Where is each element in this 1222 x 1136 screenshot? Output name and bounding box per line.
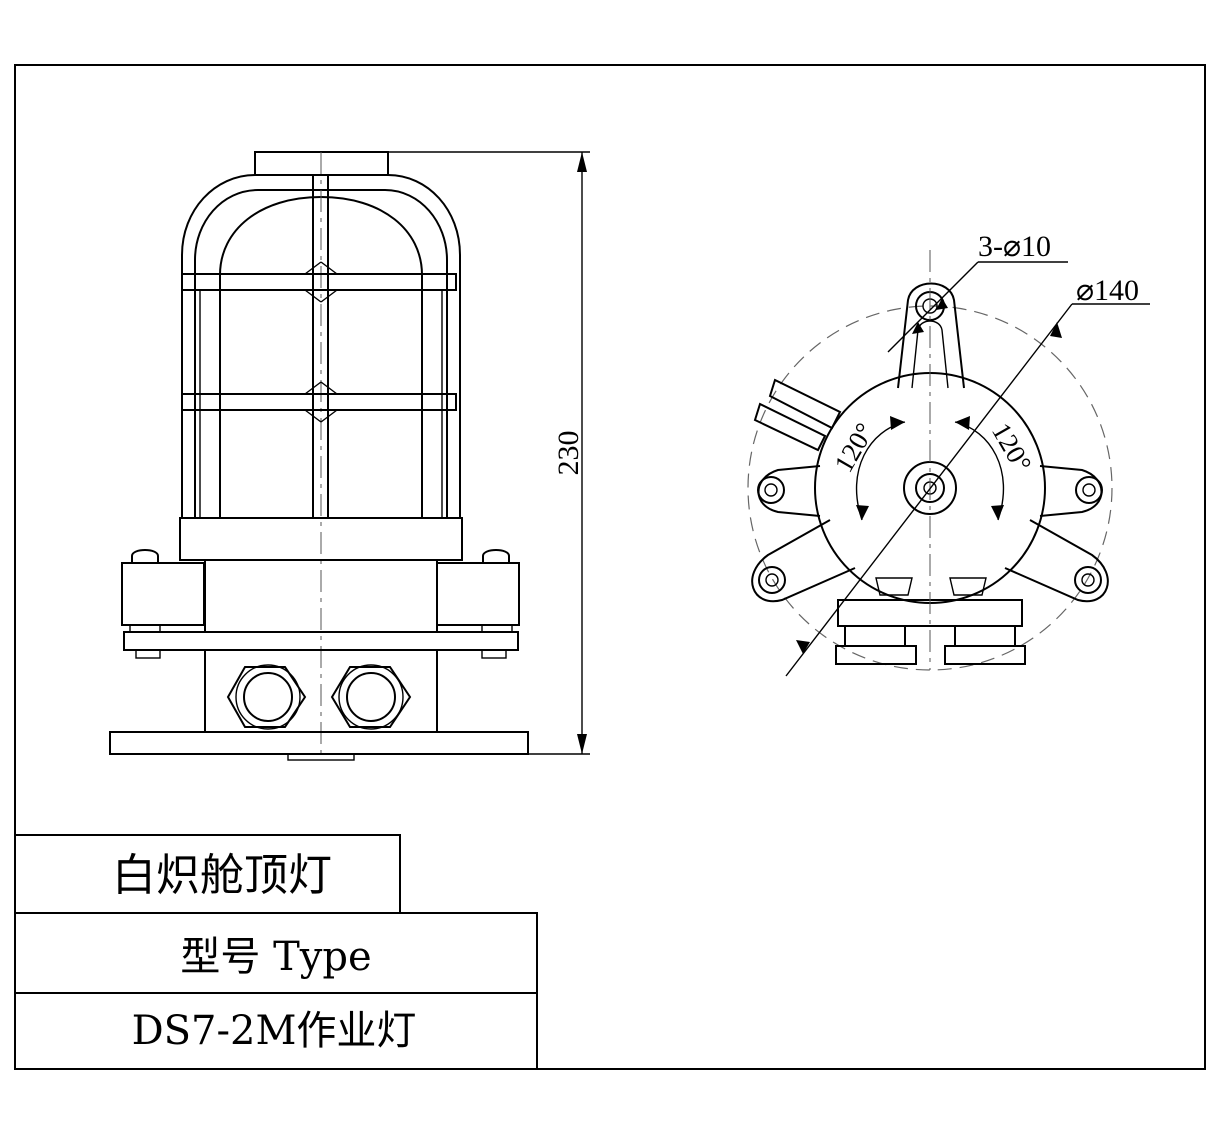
- diameter-note-label: ⌀140: [1076, 274, 1139, 307]
- height-dimension: [388, 151, 590, 755]
- front-view: [109, 151, 529, 761]
- hole-note-leader: [887, 261, 1068, 353]
- model-label: DS7-2M作业灯: [132, 1008, 417, 1054]
- title-block: [14, 834, 538, 1070]
- type-label: 型号 Type: [180, 934, 371, 980]
- top-view: [747, 250, 1113, 671]
- drawing-frame: [14, 64, 1206, 1070]
- product-name: 白炽舱顶灯: [112, 850, 332, 901]
- diameter-leader: [785, 303, 1150, 677]
- height-dimension-label: 230: [552, 431, 585, 476]
- angle-left-label: 120°: [828, 418, 880, 477]
- hole-note-label: 3-⌀10: [978, 230, 1051, 263]
- angle-right-label: 120°: [986, 418, 1038, 477]
